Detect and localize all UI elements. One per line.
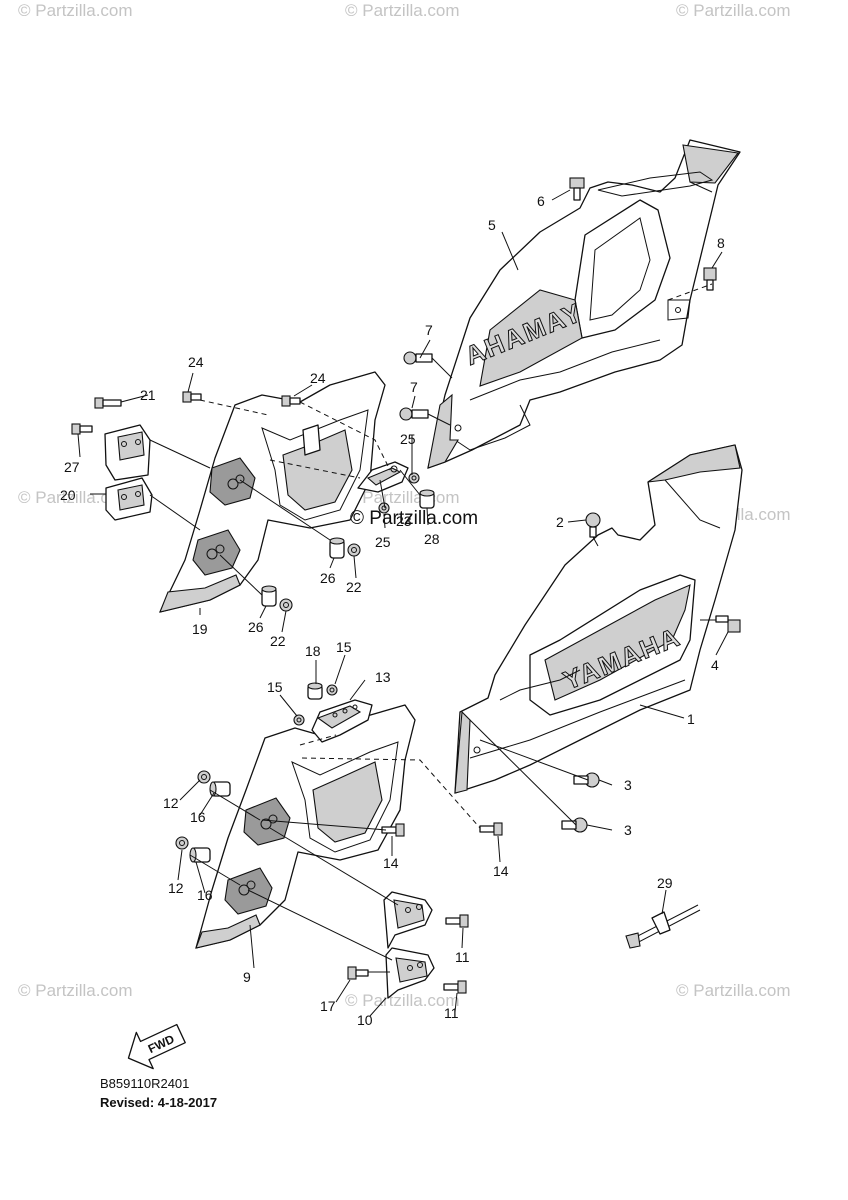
callout-14: 14	[493, 863, 509, 879]
clip-icon	[585, 512, 601, 538]
center-watermark: © Partzilla.com	[350, 508, 478, 529]
forward-direction-arrow: FWD	[127, 1023, 186, 1070]
callout-16: 16	[190, 809, 206, 825]
callout-3: 3	[624, 822, 632, 838]
callout-26: 26	[320, 570, 336, 586]
collar-icon	[189, 847, 211, 863]
callout-19: 19	[192, 621, 208, 637]
callout-11: 11	[455, 949, 470, 965]
clip-icon	[561, 817, 588, 833]
callout-28: 28	[424, 531, 440, 547]
watermark: © Partzilla.com	[676, 981, 791, 1000]
lower-side-panel: YAMAHA	[454, 444, 743, 794]
callout-leaders	[77, 189, 729, 1017]
washer-icon	[293, 714, 305, 726]
diagram-code: B859110R2401	[100, 1076, 189, 1091]
callout-21: 21	[140, 387, 156, 403]
bolt-icon	[715, 615, 741, 633]
collar-icon	[261, 585, 277, 607]
callout-5: 5	[488, 217, 496, 233]
upper-frame-bracket	[159, 371, 386, 613]
bolt-icon	[703, 267, 717, 291]
callout-12: 12	[168, 880, 184, 896]
watermark: © Partzilla.com	[345, 991, 460, 1010]
watermark: © Partzilla.com	[18, 1, 133, 20]
clip-icon	[403, 351, 433, 365]
screw-icon	[443, 980, 467, 994]
collar-icon	[419, 489, 435, 509]
callout-17: 17	[320, 998, 336, 1014]
callout-6: 6	[537, 193, 545, 209]
watermark-layer: © Partzilla.com © Partzilla.com © Partzi…	[18, 1, 791, 1010]
clip-icon	[573, 772, 600, 788]
callout-1: 1	[687, 711, 695, 727]
washer-icon	[197, 770, 211, 784]
callout-3: 3	[624, 777, 632, 793]
screw-icon	[281, 395, 301, 407]
callout-9: 9	[243, 969, 251, 985]
watermark: © Partzilla.com	[18, 981, 133, 1000]
callout-2: 2	[556, 514, 564, 530]
watermark: © Partzilla.com	[18, 488, 133, 507]
callout-27: 27	[64, 459, 80, 475]
callout-29: 29	[657, 875, 673, 891]
callout-26: 26	[248, 619, 264, 635]
callout-10: 10	[357, 1012, 373, 1028]
washer-icon	[175, 836, 189, 850]
screw-icon	[445, 914, 469, 928]
callout-15: 15	[267, 679, 283, 695]
latch-upper	[357, 461, 409, 493]
callout-15: 15	[336, 639, 352, 655]
screw-icon	[347, 966, 369, 980]
screw-icon	[71, 423, 93, 435]
cable-tie	[625, 904, 701, 949]
nut-icon	[347, 543, 361, 557]
callout-4: 4	[711, 657, 719, 673]
callout-7: 7	[425, 322, 433, 338]
screw-icon	[182, 391, 202, 403]
hardware	[71, 177, 741, 994]
collar-icon	[307, 682, 323, 700]
revision-date: Revised: 4-18-2017	[100, 1095, 217, 1110]
nut-icon	[279, 598, 293, 612]
callout-8: 8	[717, 235, 725, 251]
callout-12: 12	[163, 795, 179, 811]
washer-icon	[326, 684, 338, 696]
callout-22: 22	[346, 579, 362, 595]
watermark: © Partzilla.com	[676, 1, 791, 20]
callout-13: 13	[375, 669, 391, 685]
callout-18: 18	[305, 643, 321, 659]
assembly-lines	[149, 283, 716, 973]
screw-icon	[479, 822, 503, 836]
latch-bracket	[311, 699, 373, 743]
callout-16: 16	[197, 887, 213, 903]
upper-side-panel: YAMAHA	[427, 139, 741, 469]
callout-11: 11	[444, 1005, 459, 1021]
hinge-plate-lower	[383, 891, 435, 999]
callout-24: 24	[188, 354, 204, 370]
nut-icon	[408, 472, 420, 484]
callout-7: 7	[410, 379, 418, 395]
callout-23: 23	[396, 513, 412, 529]
callout-22: 22	[270, 633, 286, 649]
lower-frame-bracket	[195, 704, 416, 949]
collar-icon	[329, 537, 345, 559]
callout-labels: 5 6 8 7 7 24 24 21 27 20 25 23 25 28 2 4…	[60, 193, 725, 1028]
callout-20: 20	[60, 487, 76, 503]
watermark: © Partzilla.com	[345, 1, 460, 20]
screw-icon	[94, 397, 122, 409]
callout-25: 25	[375, 534, 391, 550]
callout-25: 25	[400, 431, 416, 447]
clip-icon	[399, 407, 429, 421]
collar-icon	[209, 781, 231, 797]
callout-14: 14	[383, 855, 399, 871]
hinge-plate-upper	[104, 424, 153, 521]
bolt-icon	[569, 177, 585, 201]
callout-24: 24	[310, 370, 326, 386]
